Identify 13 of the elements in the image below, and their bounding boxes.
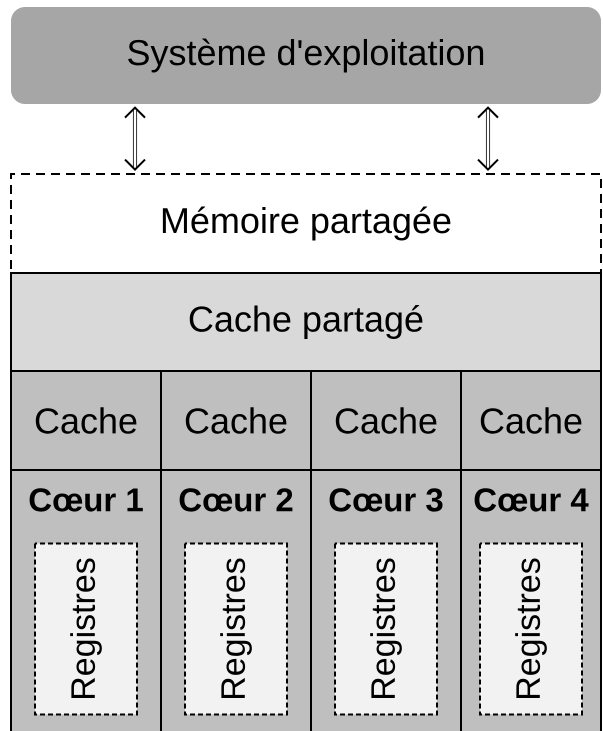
memory-box: Mémoire partagée: [10, 173, 602, 274]
register-box: Registres: [479, 542, 583, 716]
cache-cell: Cache: [310, 370, 462, 471]
cache-cell: Cache: [460, 370, 602, 471]
arrow: [124, 106, 146, 171]
register-box: Registres: [34, 542, 138, 716]
register-box: Registres: [184, 542, 288, 716]
register-box: Registres: [334, 542, 438, 716]
arrow: [477, 106, 499, 171]
cache-cell: Cache: [160, 370, 312, 471]
shared-cache-box: Cache partagé: [10, 272, 602, 372]
cache-cell: Cache: [10, 370, 162, 471]
os-box: Système d'exploitation: [11, 7, 601, 104]
